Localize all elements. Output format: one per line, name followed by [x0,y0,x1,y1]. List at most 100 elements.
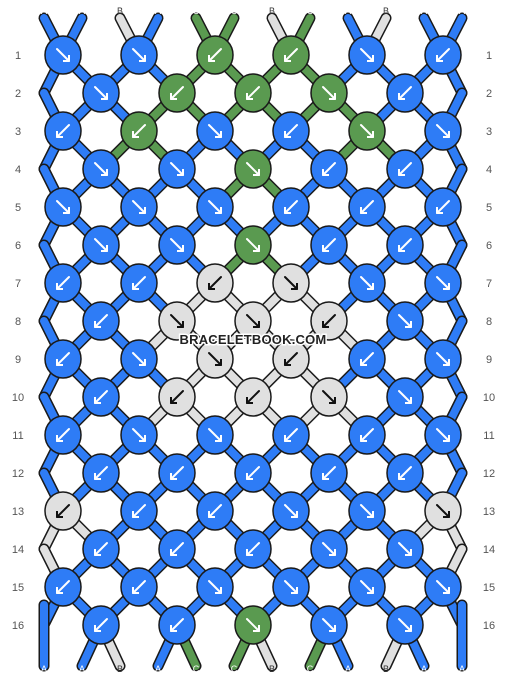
forward-knot-arrow-icon [329,549,336,556]
backward-knot-arrow-icon [284,207,291,214]
row-number-left: 15 [12,582,24,594]
backward-knot-arrow-icon [56,587,63,594]
forward-knot-arrow-icon [139,55,146,62]
knot-arrow-shaft [322,542,336,556]
knot [310,301,348,341]
forward-knot-arrow-icon [215,359,222,366]
knot-arrow-shaft [56,580,70,594]
knot-arrow-shaft [284,48,298,62]
forward-knot-arrow-icon [253,245,260,252]
row-number-right: 2 [486,88,492,100]
backward-knot-arrow-icon [170,625,177,632]
backward-knot-arrow-icon [360,359,367,366]
knot-arrow-shaft [436,276,450,290]
backward-knot-arrow-icon [94,473,101,480]
knot-arrow-shaft [246,86,260,100]
knot-arrow-shaft [360,200,374,214]
knot-arrow-shaft [208,200,222,214]
knot [348,415,386,455]
knot-arrow-shaft [132,428,146,442]
knot [424,491,462,531]
bottom-string-label: B [269,664,275,674]
backward-knot-arrow-icon [322,245,329,252]
row-number-left: 14 [12,544,24,556]
knot-arrow-shaft [322,314,336,328]
knot [196,339,234,379]
knot [386,225,424,265]
knot-arrow-shaft [56,352,70,366]
knot [158,149,196,189]
knot [196,263,234,303]
knot [196,567,234,607]
forward-knot-arrow-icon [139,435,146,442]
knot [234,301,272,341]
knot-arrow-shaft [360,504,374,518]
knot [234,529,272,569]
forward-knot-arrow-icon [63,207,70,214]
knot-arrow-shaft [284,504,298,518]
knot-arrow-shaft [56,200,70,214]
bottom-string-label: A [345,664,351,674]
top-string-label: B [383,6,389,16]
forward-knot-arrow-icon [443,131,450,138]
knot-arrow-shaft [170,466,184,480]
knot-arrow-shaft [284,580,298,594]
knot [310,377,348,417]
knot [386,301,424,341]
backward-knot-arrow-icon [208,283,215,290]
row-number-left: 1 [15,50,21,62]
backward-knot-arrow-icon [436,55,443,62]
forward-knot-arrow-icon [101,169,108,176]
knot [424,567,462,607]
knot [424,339,462,379]
forward-knot-arrow-icon [291,283,298,290]
forward-knot-arrow-icon [139,207,146,214]
knot-arrow-shaft [56,428,70,442]
row-number-right: 6 [486,240,492,252]
knot-arrow-shaft [436,428,450,442]
knot [272,415,310,455]
knot [120,415,158,455]
knot [234,605,272,645]
row-number-left: 10 [12,392,24,404]
backward-knot-arrow-icon [322,169,329,176]
forward-knot-arrow-icon [443,587,450,594]
knot [120,567,158,607]
knot [386,377,424,417]
knot-arrow-shaft [208,124,222,138]
backward-knot-arrow-icon [246,93,253,100]
row-number-left: 5 [15,202,21,214]
knot [44,187,82,227]
knot [348,567,386,607]
knot-arrow-shaft [132,48,146,62]
bottom-string-label: C [193,664,200,674]
knot-arrow-shaft [436,504,450,518]
knot [158,301,196,341]
knot-arrow-shaft [208,428,222,442]
knot [386,529,424,569]
row-number-left: 6 [15,240,21,252]
row-number-right: 15 [483,582,495,594]
row-number-left: 4 [15,164,21,176]
row-number-right: 13 [483,506,495,518]
row-number-left: 7 [15,278,21,290]
watermark-text: BRACELETBOOK.COM [180,332,327,347]
knot-arrow-shaft [94,618,108,632]
knot-arrow-shaft [284,428,298,442]
forward-knot-arrow-icon [329,93,336,100]
knot [82,377,120,417]
forward-knot-arrow-icon [405,625,412,632]
knot-arrow-shaft [360,276,374,290]
knot-arrow-shaft [246,466,260,480]
backward-knot-arrow-icon [56,435,63,442]
knot-arrow-shaft [94,314,108,328]
knot [234,377,272,417]
knot [158,605,196,645]
forward-knot-arrow-icon [215,131,222,138]
knot-arrow-shaft [322,238,336,252]
knot-arrow-shaft [170,314,184,328]
row-number-right: 4 [486,164,492,176]
top-string-label: A [79,6,85,16]
knot-arrow-shaft [436,580,450,594]
